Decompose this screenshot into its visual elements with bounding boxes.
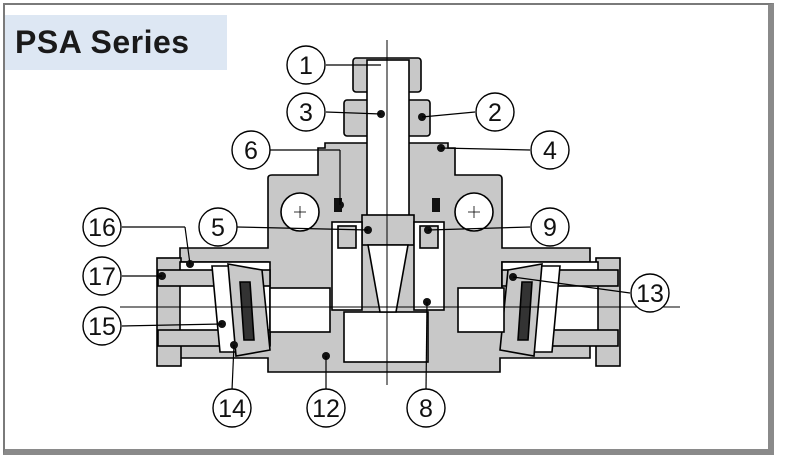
svg-text:8: 8 bbox=[419, 395, 433, 423]
center-stem bbox=[331, 59, 445, 313]
svg-text:3: 3 bbox=[299, 99, 313, 127]
svg-text:4: 4 bbox=[543, 137, 557, 165]
callout-8: 8 bbox=[406, 388, 446, 428]
callout-4: 4 bbox=[530, 130, 570, 170]
right-port bbox=[457, 257, 621, 367]
left-port bbox=[156, 257, 331, 367]
mounting-holes bbox=[280, 192, 494, 232]
svg-text:9: 9 bbox=[543, 214, 557, 242]
callout-1: 1 bbox=[286, 45, 326, 85]
callout-9: 9 bbox=[530, 207, 570, 247]
callout-16: 16 bbox=[82, 207, 122, 247]
svg-text:1: 1 bbox=[299, 52, 313, 80]
svg-text:5: 5 bbox=[211, 214, 225, 242]
svg-text:2: 2 bbox=[488, 99, 502, 127]
callout-13: 13 bbox=[630, 273, 670, 313]
seal-marks bbox=[158, 110, 517, 360]
callout-12: 12 bbox=[306, 388, 346, 428]
leader-lines bbox=[121, 64, 631, 391]
svg-text:6: 6 bbox=[244, 137, 258, 165]
svg-text:16: 16 bbox=[88, 214, 116, 242]
callout-3: 3 bbox=[286, 92, 326, 132]
callout-14: 14 bbox=[212, 388, 252, 428]
svg-text:13: 13 bbox=[636, 280, 664, 308]
center-lines bbox=[120, 40, 680, 385]
frame-border bbox=[3, 3, 774, 455]
svg-text:15: 15 bbox=[88, 313, 116, 341]
svg-text:14: 14 bbox=[218, 395, 246, 423]
series-title: PSA Series bbox=[5, 15, 227, 70]
svg-text:12: 12 bbox=[312, 395, 340, 423]
callout-15: 15 bbox=[82, 306, 122, 346]
svg-text:17: 17 bbox=[88, 263, 116, 291]
callouts: 1 2 3 4 5 6 8 9 12 13 14 15 16 17 bbox=[82, 45, 670, 428]
callout-5: 5 bbox=[198, 207, 238, 247]
callout-6: 6 bbox=[231, 130, 271, 170]
callout-2: 2 bbox=[475, 92, 515, 132]
callout-17: 17 bbox=[82, 256, 122, 296]
